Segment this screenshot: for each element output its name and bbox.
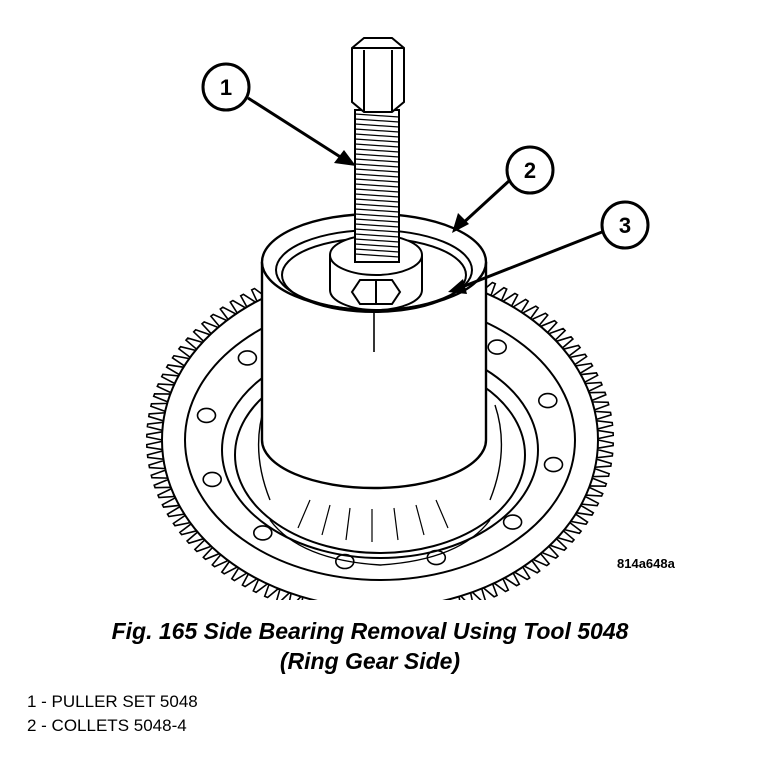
bolt-hole — [202, 471, 222, 488]
bolt-hole — [502, 514, 523, 530]
callout-2: 2 — [505, 145, 555, 195]
bolt-hole — [543, 456, 564, 473]
hex-head — [351, 37, 405, 113]
callout-1-number: 1 — [220, 75, 232, 100]
callout-3: 3 — [600, 200, 650, 250]
leader-lines — [247, 96, 603, 294]
threaded-rod — [354, 109, 400, 263]
callout-2-number: 2 — [524, 158, 536, 183]
callout-1: 1 — [201, 62, 251, 112]
bolt-hole — [334, 553, 355, 570]
legend: 1 - PULLER SET 5048 2 - COLLETS 5048-4 — [27, 690, 198, 738]
bearing-removal-illustration: 1 2 3 — [145, 37, 650, 600]
legend-item-2: 2 - COLLETS 5048-4 — [27, 716, 187, 735]
figure-caption-title: Fig. 165 Side Bearing Removal Using Tool… — [111, 618, 629, 644]
callout-3-number: 3 — [619, 213, 631, 238]
figure-caption-subtitle: (Ring Gear Side) — [279, 648, 461, 674]
bolt-hole — [537, 392, 558, 409]
figure-code: 814a648a — [617, 556, 675, 571]
bolt-hole — [487, 339, 508, 355]
bolt-hole — [196, 407, 217, 424]
bolt-hole — [252, 525, 273, 541]
legend-item-1: 1 - PULLER SET 5048 — [27, 692, 198, 711]
bolt-hole — [237, 350, 258, 366]
puller-cup — [260, 212, 488, 490]
